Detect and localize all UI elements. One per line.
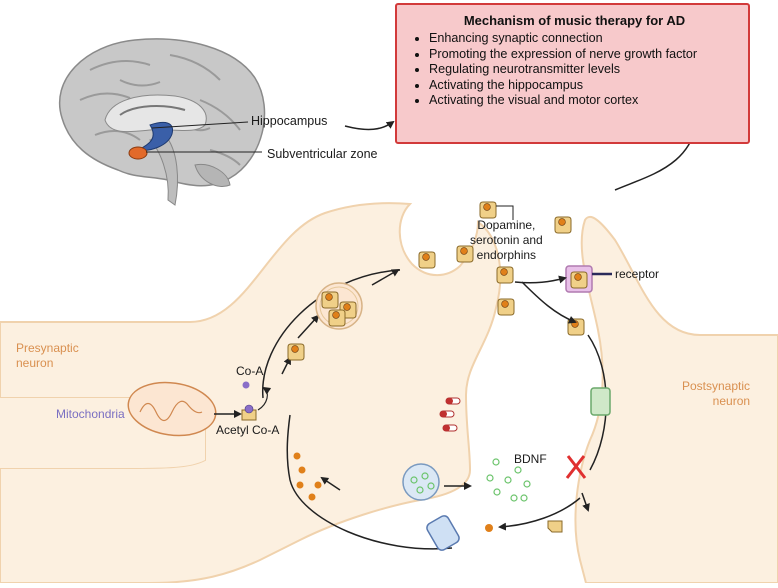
coa-molecule bbox=[242, 381, 250, 389]
hippocampus-label: Hippocampus bbox=[251, 114, 328, 128]
green-transporter bbox=[590, 387, 611, 416]
bdnf-vesicle bbox=[402, 463, 440, 501]
brain-to-box-arrow bbox=[344, 120, 395, 131]
mechanism-item: Enhancing synaptic connection bbox=[429, 31, 738, 47]
mechanism-item: Regulating neurotransmitter levels bbox=[429, 62, 738, 78]
receptor-shape bbox=[565, 265, 593, 293]
mitochondria-label: Mitochondria bbox=[56, 407, 125, 421]
brain-illustration bbox=[59, 38, 266, 206]
hippocampus-shape bbox=[136, 121, 174, 151]
mechanism-item: Activating the hippocampus bbox=[429, 78, 738, 94]
presynaptic-neuron-label: Presynaptic neuron bbox=[16, 341, 79, 370]
mechanism-item: Promoting the expression of nerve growth… bbox=[429, 47, 738, 63]
bdnf-particles bbox=[486, 458, 531, 502]
acetyl-coa-label: Acetyl Co-A bbox=[216, 423, 280, 437]
subventricular-zone-shape bbox=[128, 146, 148, 160]
mechanism-box: Mechanism of music therapy for AD Enhanc… bbox=[395, 3, 750, 144]
coa-label: Co-A bbox=[236, 364, 264, 378]
mitochondria-shape bbox=[127, 381, 217, 437]
mechanism-box-title: Mechanism of music therapy for AD bbox=[463, 13, 686, 28]
postsynaptic-neuron-label: Postsynaptic neuron bbox=[682, 379, 751, 408]
metabolite-shape bbox=[547, 520, 563, 533]
mechanism-item: Activating the visual and motor cortex bbox=[429, 93, 738, 109]
capsules bbox=[439, 397, 461, 432]
subventricular-zone-label: Subventricular zone bbox=[267, 147, 378, 161]
neurotransmitter-label: Dopamine, serotonin and endorphins bbox=[470, 218, 543, 262]
receptor-label: receptor bbox=[615, 267, 660, 281]
blue-transporter bbox=[426, 515, 460, 551]
bdnf-label: BDNF bbox=[514, 452, 547, 466]
inhibition-mark bbox=[565, 455, 587, 479]
mechanism-list: Enhancing synaptic connection Promoting … bbox=[411, 31, 738, 109]
